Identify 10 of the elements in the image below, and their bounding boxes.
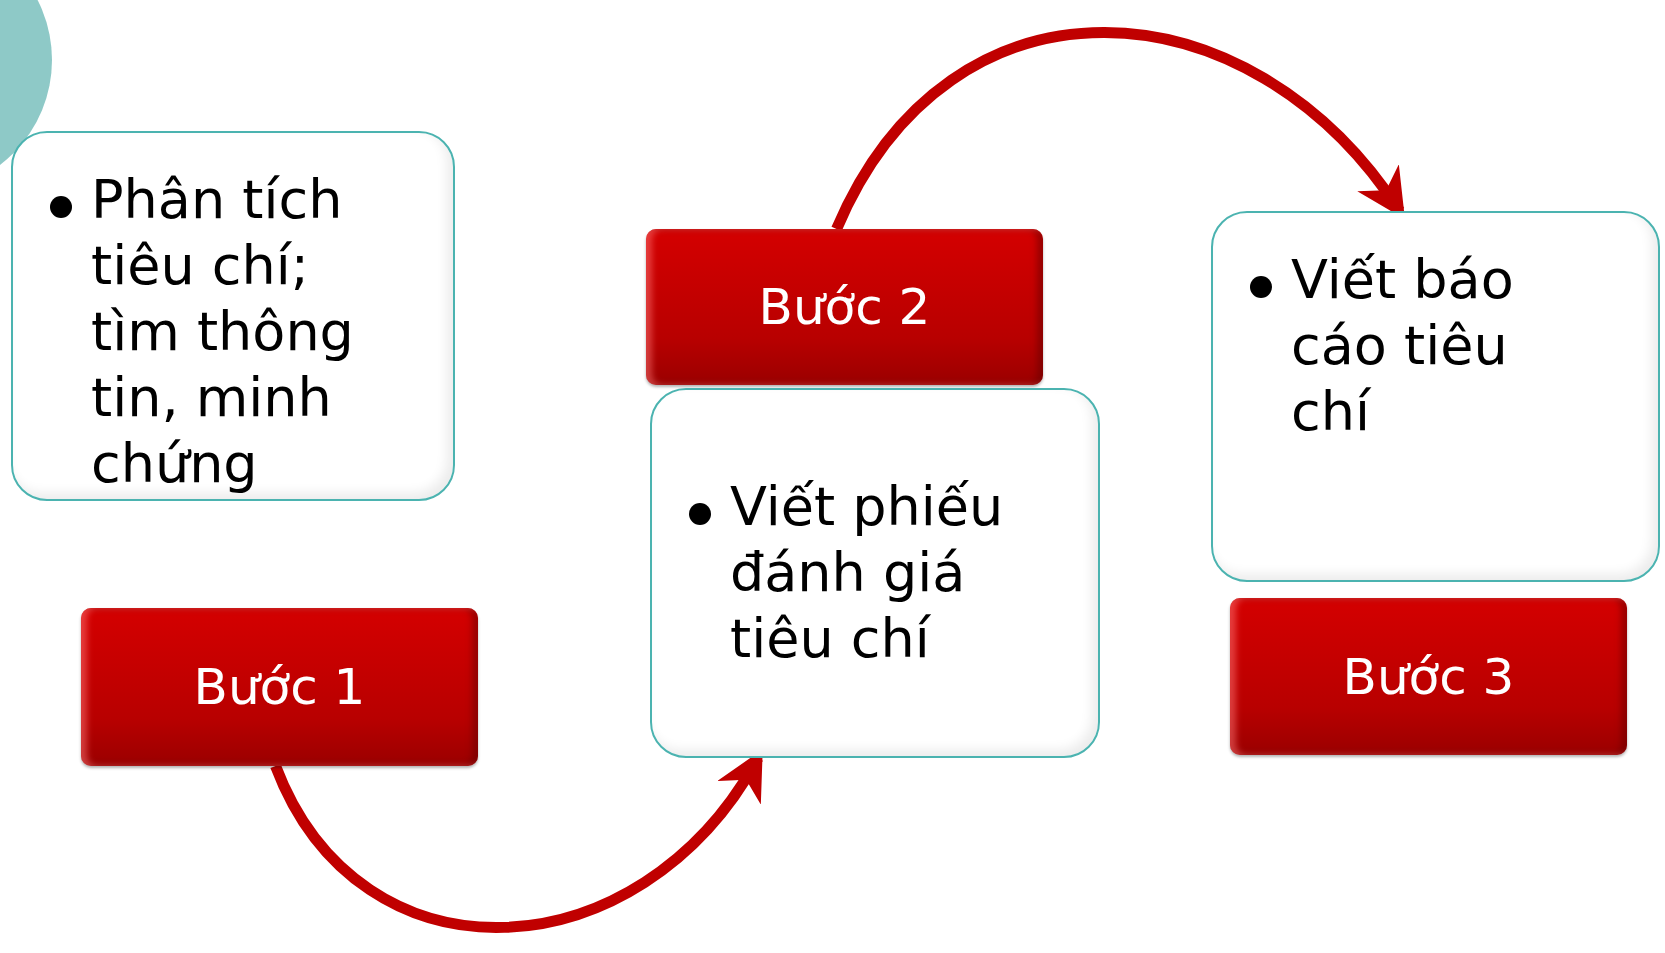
step-box: Bước 1	[81, 608, 478, 766]
step-box: Bước 3	[1230, 598, 1627, 755]
step-description: Viết báo cáo tiêu chí	[1291, 247, 1515, 445]
curved-arrow	[831, 27, 1406, 232]
step-description: Viết phiếu đánh giá tiêu chí	[730, 474, 1005, 672]
text-card	[11, 131, 455, 501]
step-description: Phân tích tiêu chí; tìm thông tin, minh chứng	[91, 167, 355, 497]
text-card	[1211, 211, 1660, 582]
text-card	[650, 388, 1100, 758]
step-box: Bước 2	[646, 229, 1043, 385]
